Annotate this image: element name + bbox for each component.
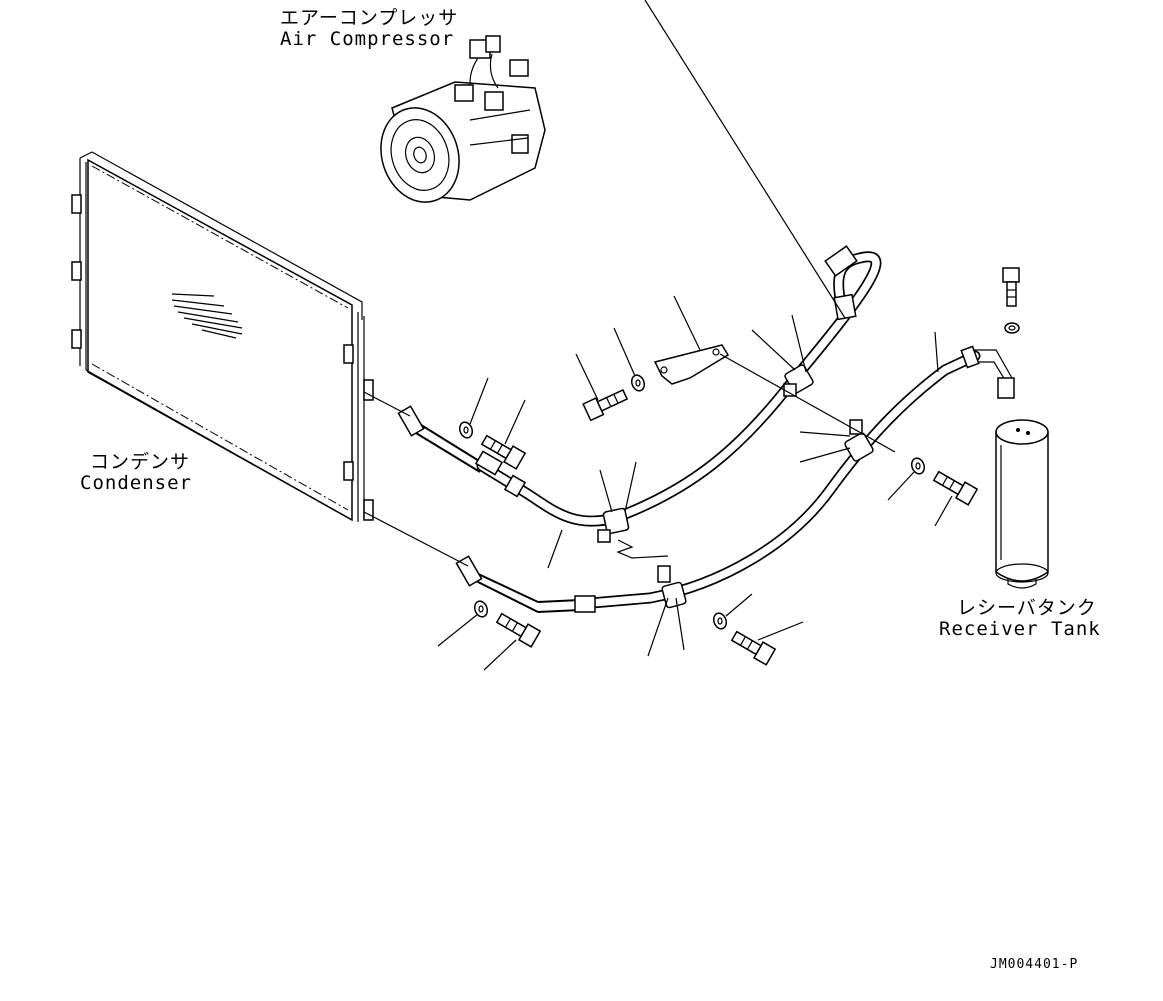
- condenser-label: コンデンサ Condenser: [80, 452, 192, 494]
- drawing-code: JM004401-P: [990, 957, 1079, 972]
- air-compressor-label-jp: エアーコンプレッサ: [280, 7, 459, 29]
- receiver-tank: [995, 267, 1049, 589]
- liquid-hose: [473, 349, 1013, 613]
- leader-lines: [437, 295, 953, 671]
- alignment-lines: [363, 0, 896, 567]
- fittings: [397, 245, 1015, 613]
- receiver-tank-label-jp: レシーバタンク: [957, 597, 1097, 619]
- air-compressor-label-en: Air Compressor: [280, 28, 455, 50]
- washers: [458, 374, 926, 630]
- discharge-hose: [410, 251, 882, 527]
- air-compressor-label: エアーコンプレッサ Air Compressor: [280, 8, 458, 50]
- condenser-label-jp: コンデンサ: [90, 451, 191, 473]
- hose-clamps: [597, 364, 874, 609]
- bracket: [653, 344, 730, 385]
- receiver-tank-label-en: Receiver Tank: [939, 618, 1101, 640]
- condenser-label-en: Condenser: [80, 472, 192, 494]
- receiver-tank-label: レシーバタンク Receiver Tank: [939, 598, 1101, 640]
- air-compressor: [380, 35, 546, 203]
- bolts: [480, 388, 979, 666]
- condenser: [71, 151, 374, 522]
